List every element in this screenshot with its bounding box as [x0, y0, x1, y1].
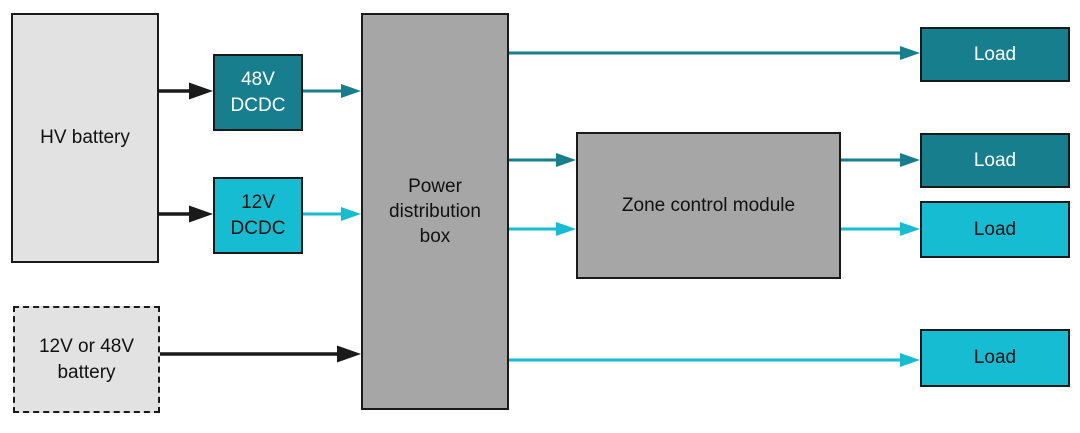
hv-battery-label: HV battery — [40, 127, 130, 149]
power-distribution-box-label: Power distribution box — [389, 175, 481, 248]
dcdc-48v-node: 48V DCDC — [213, 54, 303, 131]
zone-control-module-node: Zone control module — [576, 132, 841, 279]
load-upper-middle-node: Load — [920, 133, 1070, 188]
power-distribution-box-node: Power distribution box — [361, 13, 509, 410]
load-top-label: Load — [973, 43, 1017, 65]
hv-battery-node: HV battery — [11, 13, 159, 263]
load-bottom-label: Load — [973, 347, 1017, 369]
lv-battery-node: 12V or 48V battery — [13, 306, 160, 413]
load-lower-middle-node: Load — [920, 201, 1070, 258]
zone-control-module-label: Zone control module — [621, 194, 796, 216]
lv-battery-label: 12V or 48V battery — [38, 336, 135, 383]
dcdc-12v-node: 12V DCDC — [213, 177, 303, 254]
load-upper-middle-label: Load — [973, 149, 1017, 171]
load-top-node: Load — [920, 27, 1070, 82]
dcdc-48v-label: 48V DCDC — [230, 69, 286, 116]
load-bottom-node: Load — [920, 329, 1070, 387]
load-lower-middle-label: Load — [973, 218, 1017, 240]
dcdc-12v-label: 12V DCDC — [230, 192, 286, 239]
